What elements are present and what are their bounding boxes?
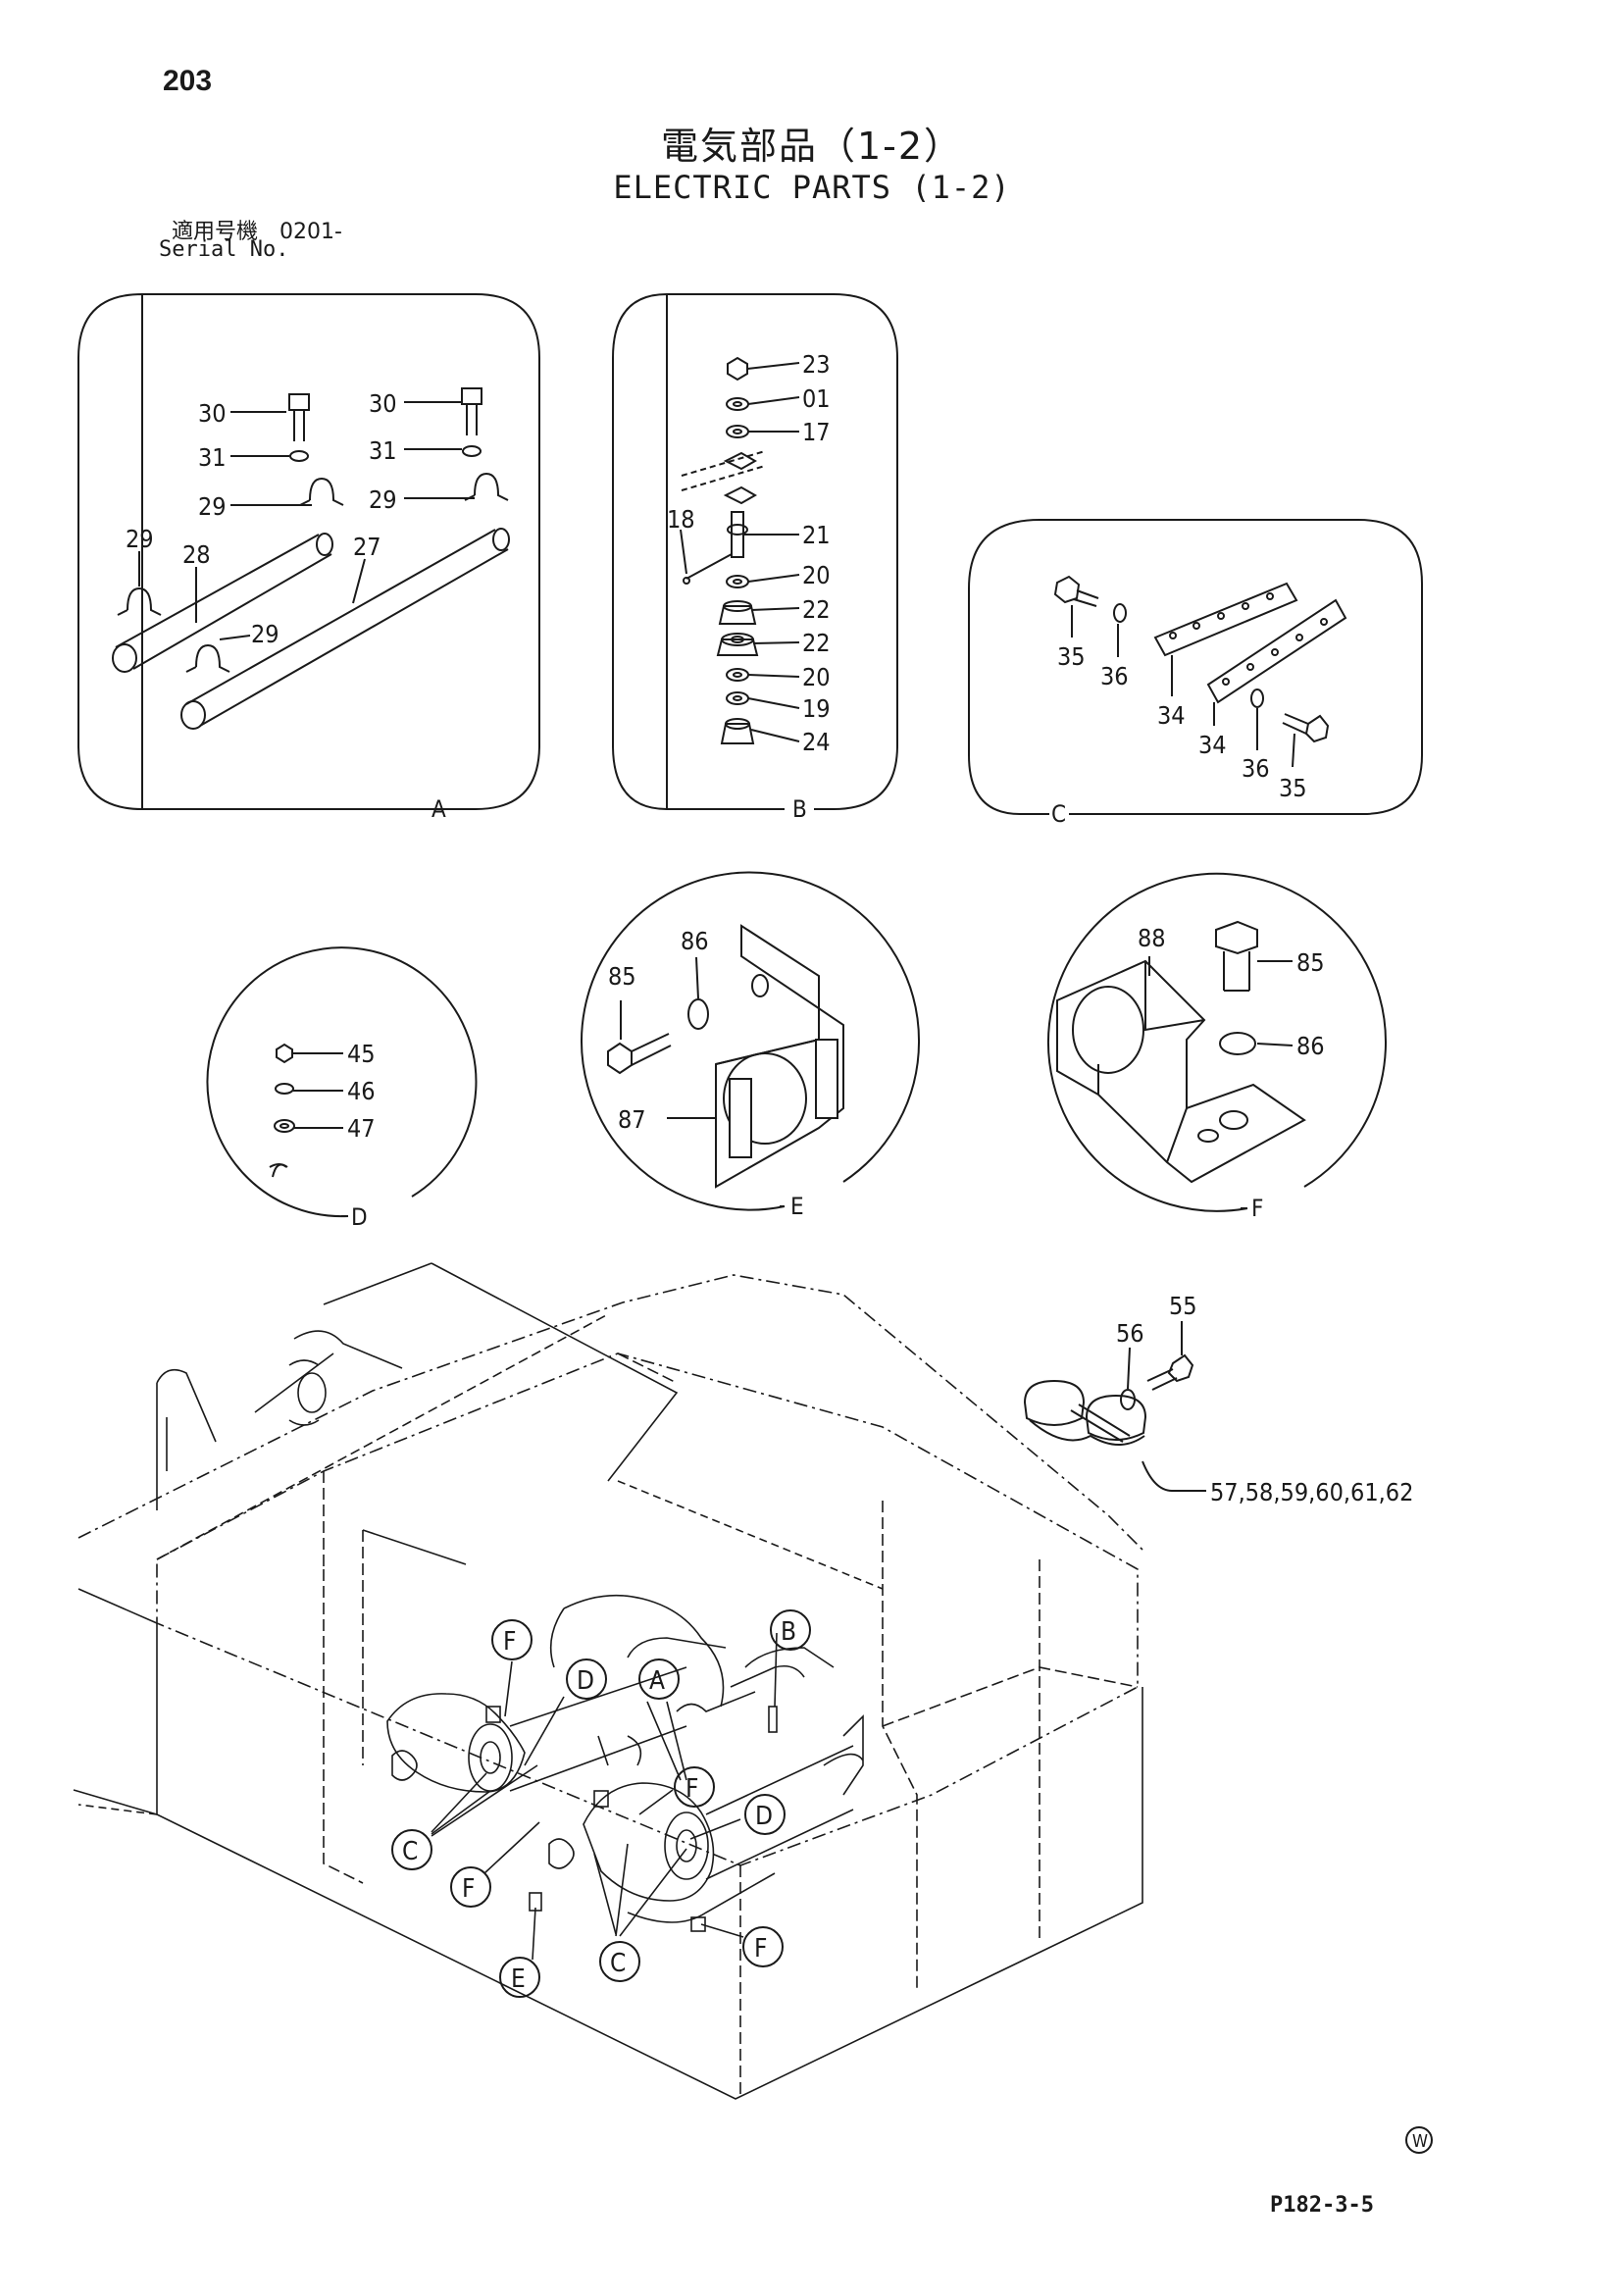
detail-a-labels: 30 31 29 30 31 29 29 28 27 29 A — [126, 389, 446, 823]
callout-markers — [391, 1609, 1433, 2154]
label-19: 19 — [802, 694, 831, 723]
document-reference: P182-3-5 — [1270, 2193, 1374, 2218]
page-number: 203 — [163, 65, 213, 97]
label-35: 35 — [1057, 642, 1086, 671]
title-english: ELECTRIC PARTS (1-2) — [613, 169, 1011, 206]
rod-27 — [180, 528, 510, 730]
detail-d-letter: D — [351, 1203, 368, 1231]
label-27: 27 — [353, 533, 381, 561]
callout-d: D — [577, 1666, 594, 1696]
label-56: 56 — [1116, 1319, 1144, 1348]
label-21: 21 — [802, 521, 831, 549]
pump-assembly — [386, 1594, 864, 1932]
label-31: 31 — [198, 443, 227, 472]
label-17: 17 — [802, 418, 831, 446]
detail-e-letter: E — [790, 1193, 804, 1220]
label-20: 20 — [802, 663, 831, 691]
bolt-30-left — [288, 393, 344, 506]
label-01: 01 — [802, 384, 831, 413]
corner-mark: W — [1412, 2131, 1428, 2152]
callout-b: B — [781, 1617, 796, 1647]
label-18: 18 — [667, 505, 695, 534]
callout-f: F — [503, 1627, 516, 1657]
label-86: 86 — [1296, 1032, 1325, 1060]
callout-f: F — [462, 1874, 475, 1904]
clamp-labels: 55 56 57,58,59,60,61,62 — [1116, 1292, 1413, 1506]
label-85: 85 — [608, 962, 636, 991]
label-29: 29 — [369, 485, 397, 514]
label-36: 36 — [1242, 754, 1270, 783]
serial-label-english: Serial No. — [159, 237, 289, 262]
detail-d-labels: 45 46 47 D — [347, 1040, 376, 1231]
label-45: 45 — [347, 1040, 376, 1068]
detail-c-panel — [968, 519, 1423, 815]
label-87: 87 — [618, 1105, 646, 1134]
label-29: 29 — [198, 492, 227, 521]
label-29: 29 — [126, 525, 154, 553]
callout-d: D — [755, 1802, 773, 1831]
callout-e: E — [511, 1964, 526, 1994]
callout-c: C — [402, 1837, 418, 1866]
label-85: 85 — [1296, 948, 1325, 977]
label-22: 22 — [802, 629, 831, 657]
label-88: 88 — [1138, 924, 1166, 952]
detail-f-letter: F — [1251, 1195, 1263, 1222]
label-86: 86 — [681, 927, 709, 955]
detail-d-panel — [206, 946, 478, 1218]
detail-e-panel — [581, 871, 920, 1211]
serial-label-japanese: 適用号機 0201- — [172, 220, 342, 244]
rod-28 — [112, 533, 333, 673]
label-47: 47 — [347, 1114, 376, 1143]
label-36: 36 — [1100, 662, 1129, 690]
detail-c-labels: 35 36 34 34 36 35 C — [1051, 642, 1307, 828]
label-23: 23 — [802, 350, 831, 379]
clamp-assembly — [1023, 1321, 1206, 1492]
label-34: 34 — [1198, 731, 1227, 759]
detail-e-labels: 86 85 87 E — [608, 927, 804, 1220]
label-20: 20 — [802, 561, 831, 589]
label-35: 35 — [1279, 774, 1307, 802]
label-55: 55 — [1169, 1292, 1197, 1320]
machine-outline — [73, 1262, 1143, 2100]
bolt-30-right — [461, 387, 509, 501]
label-22: 22 — [802, 595, 831, 624]
callout-letters: F D A B F D C F C E F W — [402, 1617, 1428, 2152]
detail-b-letter: B — [792, 795, 807, 823]
detail-c-letter: C — [1051, 800, 1066, 828]
callout-c: C — [610, 1949, 626, 1978]
clamp-29-left — [117, 587, 162, 616]
label-29: 29 — [251, 620, 279, 648]
label-30: 30 — [198, 399, 227, 428]
callout-f: F — [754, 1934, 767, 1964]
detail-b-panel — [612, 292, 898, 811]
clamp-29-lower — [185, 643, 230, 673]
label-28: 28 — [182, 540, 211, 569]
label-34: 34 — [1157, 701, 1186, 730]
label-30: 30 — [369, 389, 397, 418]
callout-f: F — [685, 1774, 698, 1804]
title-japanese: 電気部品（1-2） — [660, 125, 964, 168]
label-24: 24 — [802, 728, 831, 756]
label-57-62: 57,58,59,60,61,62 — [1210, 1478, 1413, 1506]
detail-f-panel — [1047, 872, 1387, 1212]
detail-b-labels: 23 01 17 18 21 20 22 22 20 19 24 B — [667, 350, 831, 823]
detail-f-labels: 88 85 86 F — [1138, 924, 1325, 1222]
label-46: 46 — [347, 1077, 376, 1105]
callout-a: A — [649, 1666, 665, 1696]
detail-a-letter: A — [431, 795, 446, 823]
detail-a-panel — [77, 292, 540, 811]
label-31: 31 — [369, 436, 397, 465]
